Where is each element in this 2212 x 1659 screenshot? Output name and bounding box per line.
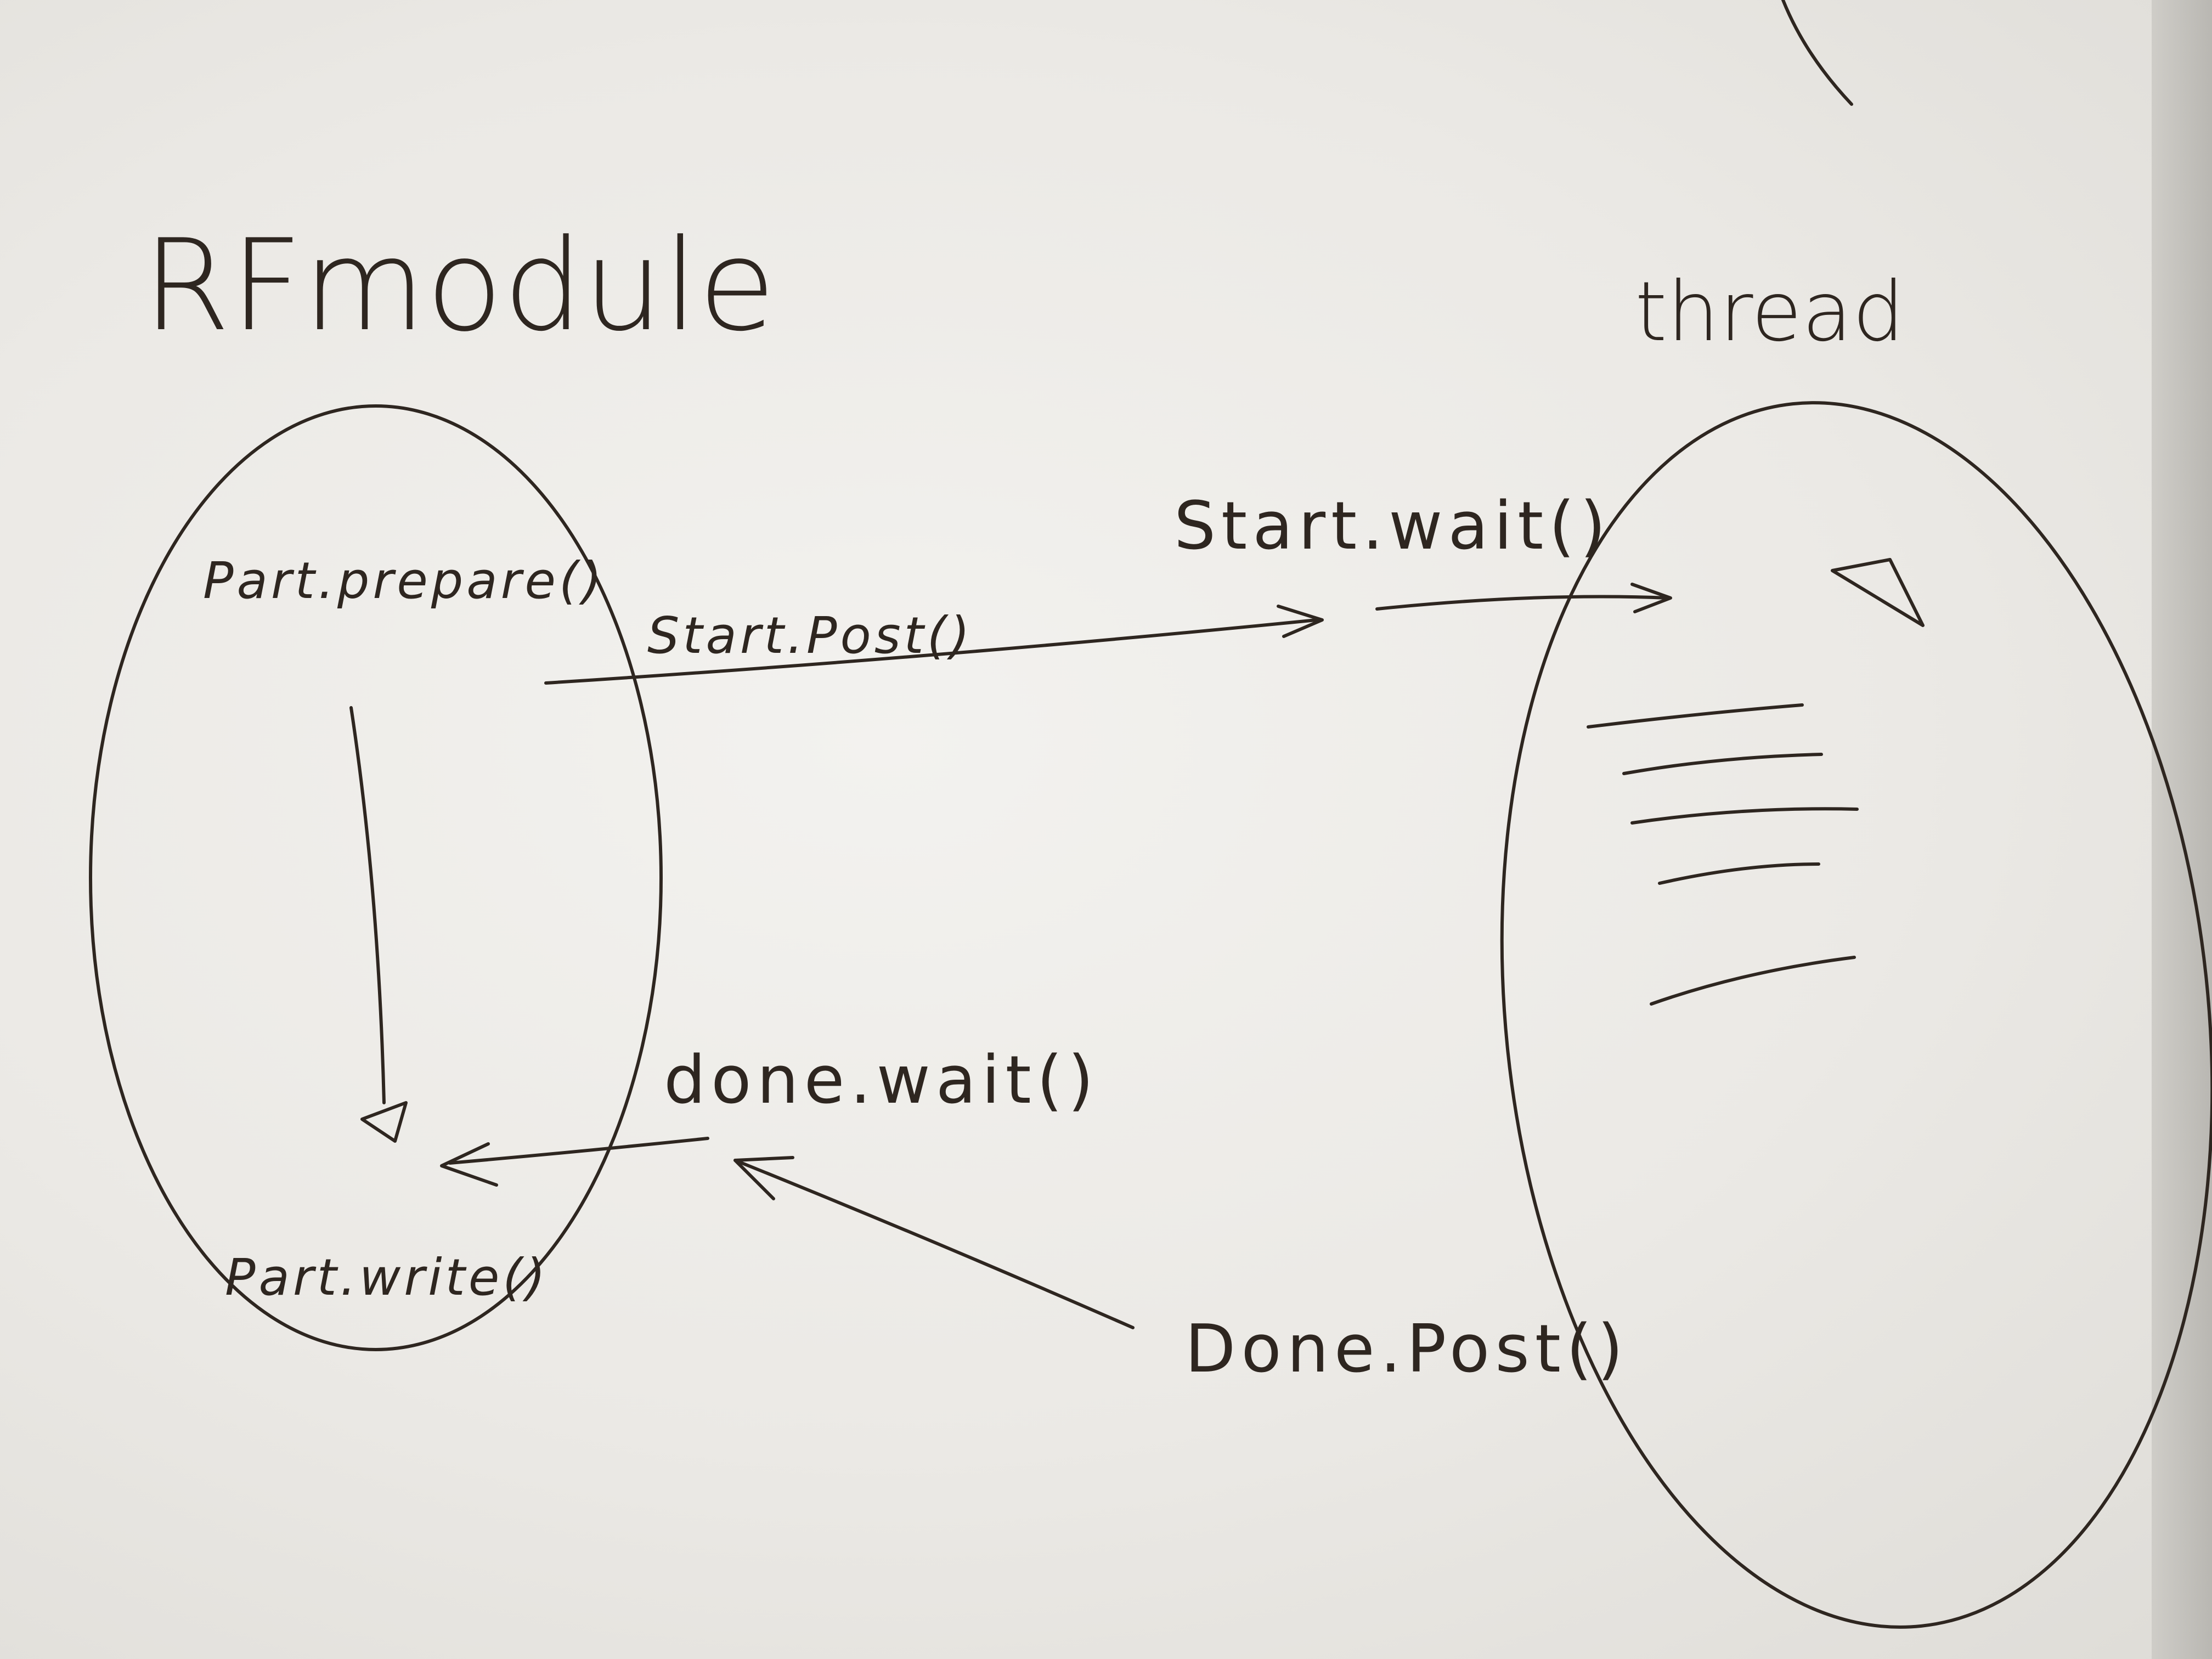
part-write-label: Part.write() [225,1248,549,1307]
done-post-arrow [733,1159,1135,1329]
start-post-continuation-arrowhead [1630,583,1672,613]
rfmodule-ellipse [89,404,663,1351]
thread-work-line [1658,862,1820,885]
done-post-arrowhead [733,1156,794,1200]
thread-ellipse [1500,401,2212,1629]
thread-title: thread [1635,264,1905,360]
start-post-arrow [544,618,1318,685]
start-post-arrow-continuation [1375,595,1669,611]
stray-pen-stroke [1781,0,1853,106]
thread-work-line [1622,753,1823,775]
thread-work-line [1630,807,1859,825]
thread-start-arrowhead [1831,558,1925,627]
rfmodule-flow-arrowhead [360,1101,408,1143]
rfmodule-flow-arrow [349,706,386,1104]
part-prepare-label: Part.prepare() [203,551,605,610]
done-wait-arrowhead [440,1142,498,1187]
start-post-arrowhead [1277,605,1324,638]
rfmodule-title: RFmodule [143,213,776,359]
start-wait-label: Start.wait() [1174,488,1611,565]
thread-work-line [1650,956,1856,1006]
thread-work-line [1587,703,1804,729]
done-wait-arrow [448,1137,709,1165]
board-edge [2152,0,2212,1659]
done-post-label: Done.Post() [1185,1311,1629,1387]
done-wait-label: done.wait() [664,1042,1099,1119]
